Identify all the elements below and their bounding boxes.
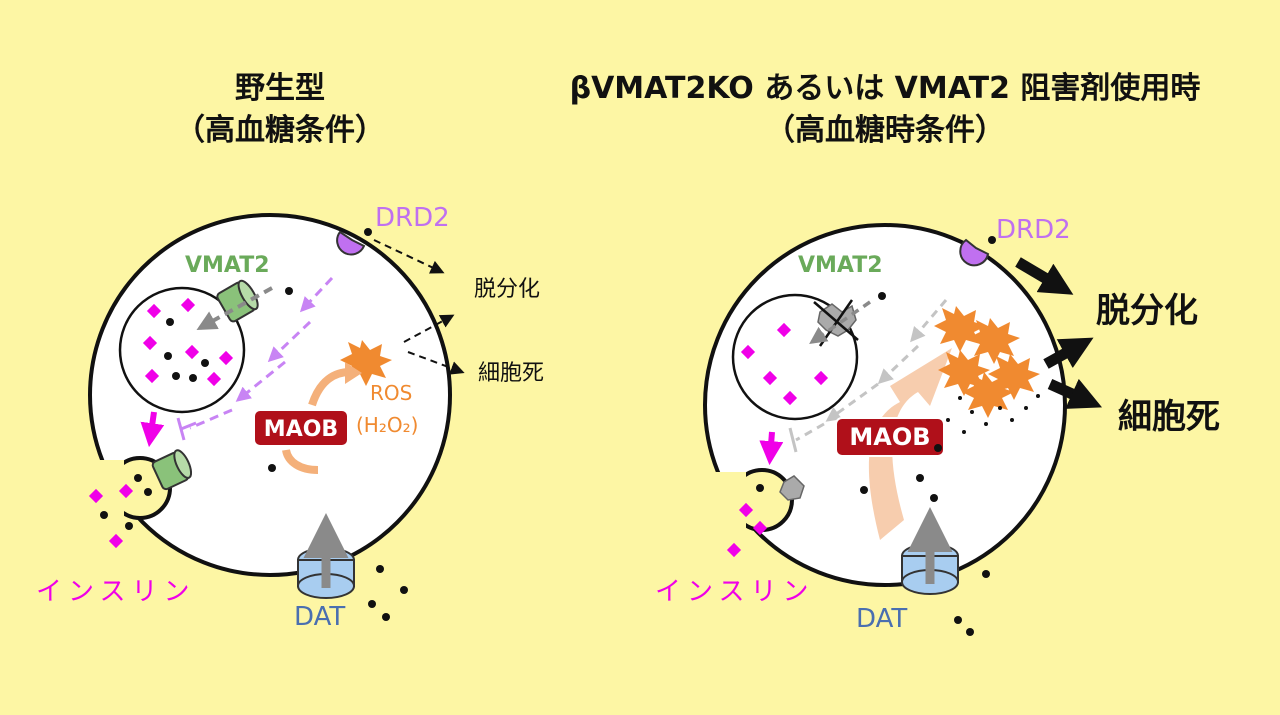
right-dat-label: DAT: [856, 604, 907, 634]
right-scattered-dopamine: [860, 394, 1040, 502]
right-released-insulin: [726, 502, 768, 558]
left-dedifferentiation-label: 脱分化: [474, 277, 540, 302]
left-vmat2-label: VMAT2: [185, 253, 270, 278]
left-granule-insulin: [142, 297, 234, 387]
left-released-dopamine: [100, 474, 152, 530]
left-dedifferentiation-arrow: [373, 239, 445, 274]
right-maob-label: MAOB: [849, 423, 930, 451]
left-maob-label: MAOB: [264, 417, 338, 442]
left-insulin-release-arrow: [140, 411, 165, 448]
right-ros-to-death: [1047, 378, 1103, 409]
left-drd2-receptor: [336, 230, 366, 256]
left-maob-enzyme: [253, 409, 349, 447]
left-released-insulin: [88, 483, 134, 549]
left-ros-to-death: [407, 351, 465, 375]
left-title-line1: 野生型: [235, 71, 325, 106]
right-inhibition-bar: [788, 427, 798, 453]
right-maob-enzyme: [835, 417, 945, 457]
left-ros-to-dedifferentiation: [403, 314, 455, 343]
right-extracellular-dopamine: [954, 570, 990, 636]
right-vmat2-label: VMAT2: [798, 253, 883, 278]
right-vmat2-blocked-arrow: [809, 300, 871, 344]
right-ros-to-dedifferentiation: [1043, 337, 1094, 369]
right-drd2-receptor: [959, 238, 990, 267]
right-insulin-label: インスリン: [655, 577, 814, 607]
left-drd2-inhibition-arrows: [189, 276, 334, 430]
left-panel: VMAT2 DRD2: [36, 203, 544, 632]
right-drd2-label: DRD2: [996, 215, 1071, 245]
left-dat-maob-arrow: [282, 448, 319, 474]
left-h2o2-label: (H₂O₂): [356, 413, 418, 437]
left-drd2-label: DRD2: [375, 203, 450, 233]
left-dat-label: DAT: [294, 602, 345, 632]
right-maob-flux-arrow: [868, 348, 952, 540]
right-title-line2: （高血糖時条件）: [765, 113, 1005, 148]
right-title-line1: βVMAT2KO あるいは VMAT2 阻害剤使用時: [569, 71, 1201, 106]
right-ros-cluster: [934, 306, 1040, 418]
right-panel: VMAT2 DRD2 インスリン MAOB: [655, 215, 1220, 636]
right-vmat2-membrane-broken: [779, 475, 805, 501]
left-cell-death-label: 細胞死: [478, 361, 544, 386]
right-dedifferentiation-label: 脱分化: [1096, 291, 1198, 331]
right-granule-insulin: [740, 322, 829, 406]
left-vmat2-membrane: [151, 449, 193, 491]
left-ros-label: ROS: [370, 381, 412, 405]
left-extracellular-dopamine: [368, 565, 408, 621]
right-drd2-weak-arrows: [795, 299, 948, 442]
left-title-line2: （高血糖条件）: [175, 113, 385, 148]
right-dedifferentiation-arrow: [1015, 257, 1074, 295]
left-insulin-label: インスリン: [36, 577, 195, 607]
right-cell-death-label: 細胞死: [1118, 397, 1220, 437]
left-vmat2-uptake-arrow: [196, 286, 273, 330]
right-panel-title: βVMAT2KO あるいは VMAT2 阻害剤使用時 （高血糖時条件）: [505, 68, 1265, 152]
left-panel-title: 野生型 （高血糖条件）: [110, 68, 450, 152]
right-insulin-release-arrow: [759, 431, 784, 466]
